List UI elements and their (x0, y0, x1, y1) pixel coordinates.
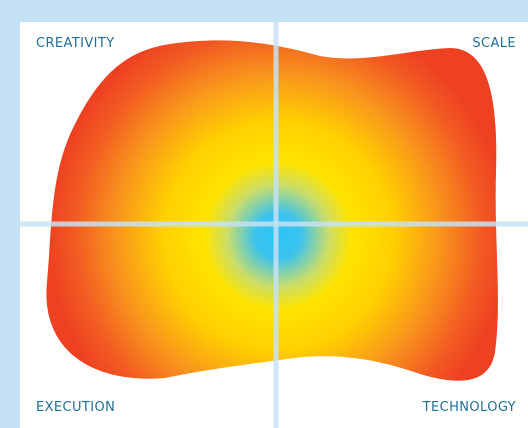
heat-blob-graphic (20, 22, 528, 428)
quadrant-label-scale: SCALE (472, 36, 516, 51)
quadrant-label-creativity: CREATIVITY (36, 36, 115, 51)
quadrant-label-execution: EXECUTION (36, 400, 116, 415)
heat-blob (46, 40, 498, 381)
quadrant-panel: CREATIVITY SCALE EXECUTION TECHNOLOGY (20, 22, 528, 428)
quadrant-label-technology: TECHNOLOGY (422, 400, 516, 415)
